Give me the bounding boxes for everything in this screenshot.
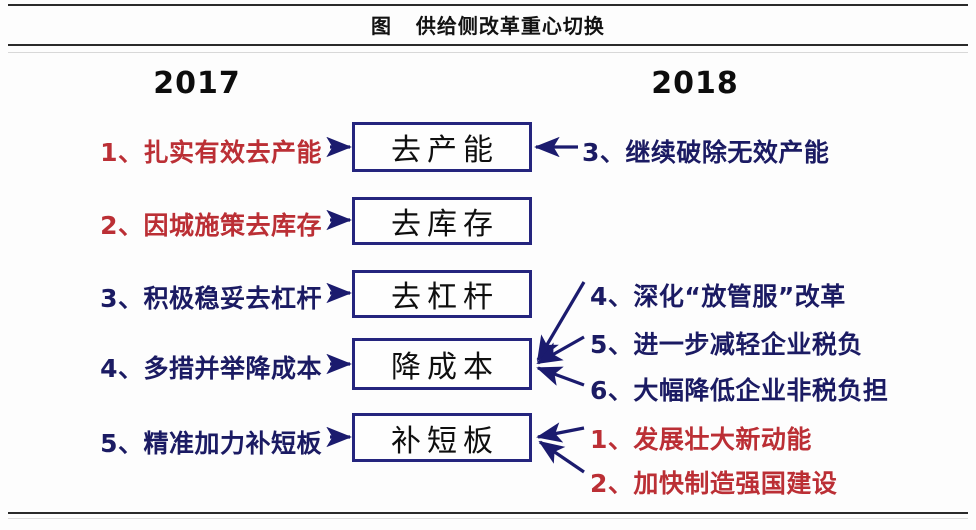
center-box-bu-duan-ban[interactable]: 补短板 (352, 413, 532, 462)
right-item-3-index: 5、 (590, 330, 634, 359)
left-item-4-text: 多措并举降成本 (143, 354, 322, 383)
right-item-5-index: 1、 (590, 425, 634, 454)
arrow-right-xindongneng (536, 422, 585, 443)
left-item-3-text: 积极稳妥去杠杆 (143, 284, 322, 313)
right-item-1-xindongneng[interactable]: 1、发展壮大新动能 (590, 420, 812, 456)
column-header-2017: 2017 (153, 66, 241, 101)
left-item-1[interactable]: 1、扎实有效去产能 (22, 133, 322, 169)
arrow-right-zhizaoqiangguo (538, 440, 585, 474)
center-box-jiang-cheng-ben[interactable]: 降成本 (352, 338, 532, 390)
right-item-3-chan-neng[interactable]: 3、继续破除无效产能 (582, 133, 829, 169)
left-item-3[interactable]: 3、积极稳妥去杠杆 (22, 279, 322, 315)
right-item-6-feishui[interactable]: 6、大幅降低企业非税负担 (590, 371, 888, 407)
right-item-1-index: 3、 (582, 138, 626, 167)
divider-bottom (8, 512, 968, 514)
right-item-2-index: 4、 (590, 282, 634, 311)
right-item-4-text: 大幅降低企业非税负担 (633, 376, 889, 405)
divider-faint-top (8, 52, 968, 53)
left-item-4[interactable]: 4、多措并举降成本 (22, 349, 322, 385)
right-item-2-zhizaoqiangguo[interactable]: 2、加快制造强国建设 (590, 464, 837, 500)
right-item-5-text: 发展壮大新动能 (633, 425, 812, 454)
right-item-5-shuifu[interactable]: 5、进一步减轻企业税负 (590, 325, 863, 361)
divider-faint-bottom (8, 518, 968, 519)
center-box-qu-gang-gan[interactable]: 去杠杆 (352, 270, 532, 318)
arrow-right-shuifu (536, 335, 585, 365)
left-item-5[interactable]: 5、精准加力补短板 (22, 424, 322, 460)
left-item-2-index: 2、 (100, 211, 144, 240)
right-item-4-index: 6、 (590, 376, 634, 405)
right-item-2-text: 深化“放管服”改革 (633, 282, 846, 311)
page-title: 图 供给侧改革重心切换 (371, 14, 605, 38)
right-item-3-text: 进一步减轻企业税负 (633, 330, 863, 359)
left-item-2-text: 因城施策去库存 (143, 211, 322, 240)
right-item-6-text: 加快制造强国建设 (633, 469, 838, 498)
left-item-2[interactable]: 2、因城施策去库存 (22, 206, 322, 242)
arrow-right-fangguanfu (536, 281, 586, 362)
left-item-1-text: 扎实有效去产能 (143, 138, 322, 167)
left-item-3-index: 3、 (100, 284, 144, 313)
arrow-right-feishui (536, 366, 585, 387)
center-box-qu-ku-cun[interactable]: 去库存 (352, 197, 532, 245)
divider-top (8, 4, 968, 6)
left-item-5-index: 5、 (100, 429, 144, 458)
divider-under-title (8, 44, 968, 46)
center-box-qu-chan-neng[interactable]: 去产能 (352, 122, 532, 172)
left-item-5-text: 精准加力补短板 (143, 429, 322, 458)
right-item-6-index: 2、 (590, 469, 634, 498)
left-item-1-index: 1、 (100, 138, 144, 167)
left-item-4-index: 4、 (100, 354, 144, 383)
right-item-4-fangguanfu[interactable]: 4、深化“放管服”改革 (590, 277, 846, 313)
column-header-2018: 2018 (651, 66, 739, 101)
right-item-1-text: 继续破除无效产能 (625, 138, 830, 167)
